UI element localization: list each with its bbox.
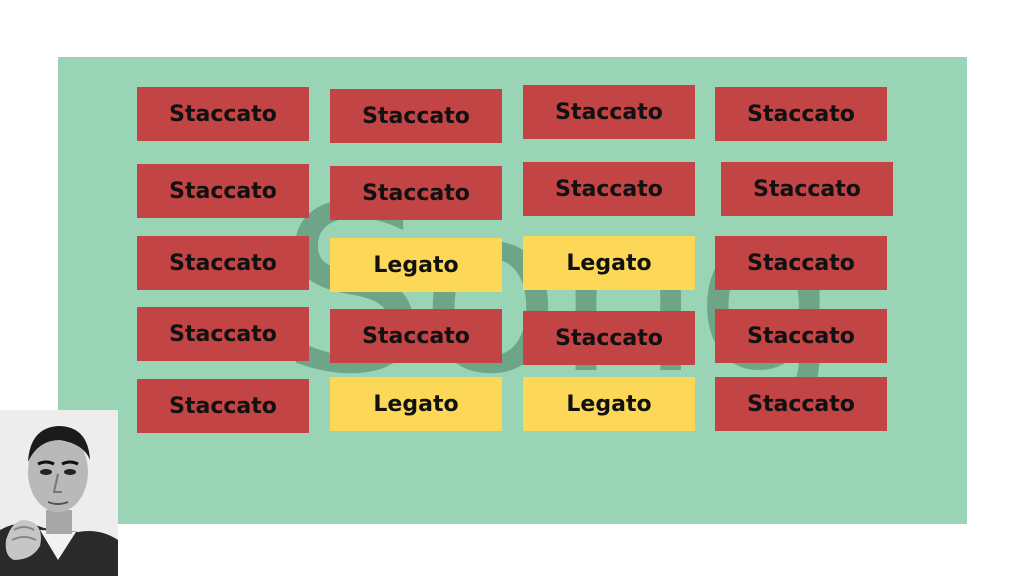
tile-staccato: Staccato (715, 236, 887, 290)
tile-staccato: Staccato (137, 164, 309, 218)
portrait-svg (0, 410, 118, 576)
tile-staccato: Staccato (715, 309, 887, 363)
tile-board: Song Staccato Staccato Staccato Staccato… (58, 57, 967, 524)
person-photo-icon (0, 410, 118, 576)
tile-staccato: Staccato (137, 87, 309, 141)
tile-legato: Legato (523, 236, 695, 290)
tile-staccato: Staccato (137, 307, 309, 361)
tile-staccato: Staccato (721, 162, 893, 216)
tile-staccato: Staccato (523, 311, 695, 365)
tile-staccato: Staccato (330, 166, 502, 220)
tile-staccato: Staccato (715, 87, 887, 141)
tile-staccato: Staccato (523, 85, 695, 139)
tile-staccato: Staccato (137, 236, 309, 290)
tile-legato: Legato (523, 377, 695, 431)
tile-staccato: Staccato (523, 162, 695, 216)
tile-staccato: Staccato (137, 379, 309, 433)
tile-legato: Legato (330, 377, 502, 431)
tile-legato: Legato (330, 238, 502, 292)
tile-staccato: Staccato (715, 377, 887, 431)
tile-staccato: Staccato (330, 89, 502, 143)
tile-staccato: Staccato (330, 309, 502, 363)
